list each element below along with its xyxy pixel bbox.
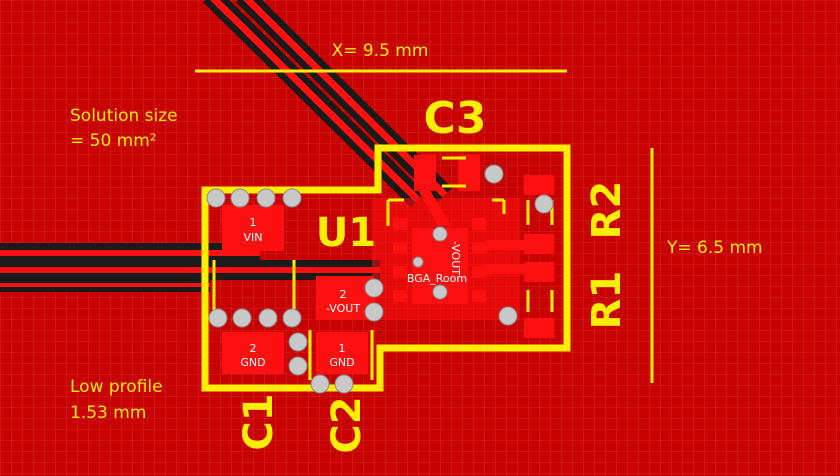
annotations: X= 9.5 mm Y= 6.5 mm Solution size = 50 m…	[70, 41, 763, 423]
c1-pin2-net: GND	[240, 356, 265, 369]
c2-pin2-number: 2	[340, 288, 347, 301]
designator-c2: C2	[324, 396, 370, 453]
pad-c3-pin1	[414, 155, 436, 191]
c2-pin1-number: 1	[339, 342, 346, 355]
pad-c3-pin2	[458, 155, 480, 191]
reference-designators: C3 U1 R2 R1 C1 C2	[236, 93, 630, 454]
pad-labels: 1 VIN 2 GND 1 GND 2 -VOUT -VOUT BGA_Room	[240, 216, 467, 369]
pad-r1-pin1	[524, 262, 554, 282]
pad-r2-pin2	[524, 234, 554, 254]
designator-r1: R1	[584, 271, 630, 330]
pad-r2-pin1	[524, 175, 554, 195]
pad-r1-pin2	[524, 318, 554, 338]
y-dimension-label: Y= 6.5 mm	[666, 238, 763, 258]
c2-pin2-net: -VOUT	[326, 302, 360, 315]
pad-c2-pin1	[316, 332, 368, 374]
vias	[206, 164, 554, 394]
c1-pin1-number: 1	[250, 216, 257, 229]
designator-c3: C3	[424, 93, 487, 144]
designator-u1: U1	[316, 210, 376, 256]
u1-room-label: BGA_Room	[407, 272, 467, 285]
low-profile-label: Low profile	[70, 377, 163, 397]
pad-c1-pin2	[222, 332, 284, 374]
u1-net-label: -VOUT	[449, 241, 462, 275]
c2-pin1-net: GND	[329, 356, 354, 369]
x-dimension-label: X= 9.5 mm	[332, 41, 429, 61]
pad-c1-pin1	[222, 205, 284, 251]
traces	[0, 0, 453, 292]
board-outline	[201, 144, 571, 392]
pad-c2-pin2	[316, 276, 374, 320]
low-profile-value: 1.53 mm	[70, 403, 146, 423]
solution-size-label: Solution size	[70, 106, 178, 126]
designator-r2: R2	[584, 181, 630, 240]
c1-pin2-number: 2	[250, 342, 257, 355]
c1-pin1-net: VIN	[244, 231, 263, 244]
designator-c1: C1	[236, 393, 282, 450]
solution-size-value: = 50 mm²	[70, 131, 157, 151]
